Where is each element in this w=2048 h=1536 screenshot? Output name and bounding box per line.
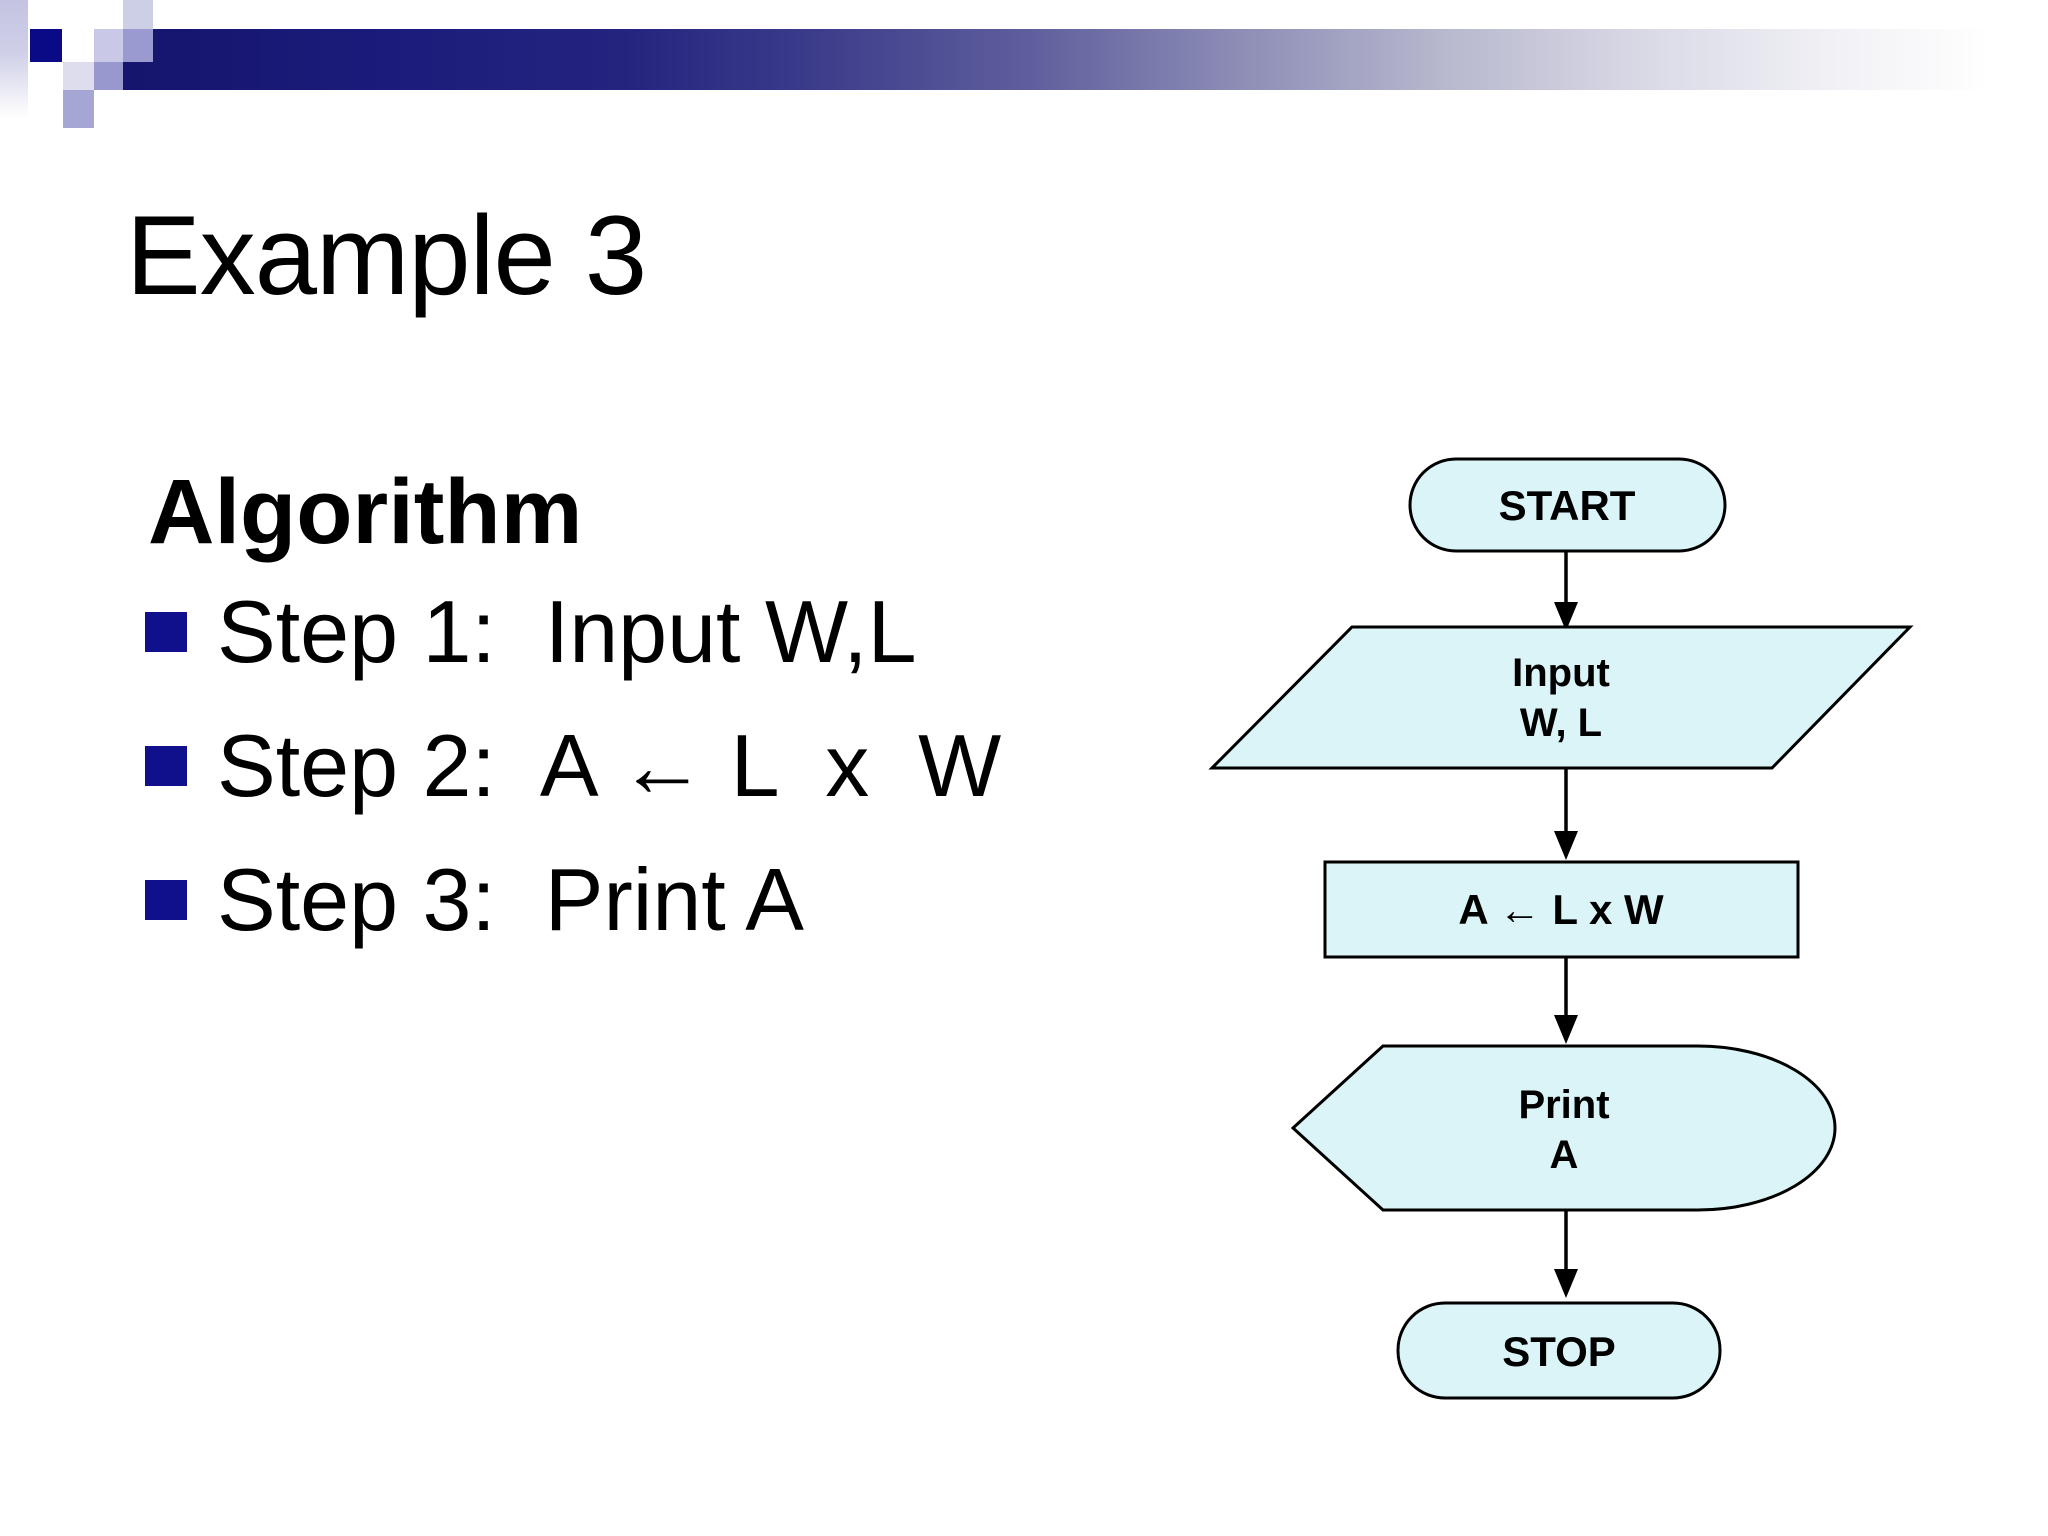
flowchart-print-label-line1: Print (1518, 1083, 1609, 1127)
flow-arrowhead-icon (1554, 1015, 1578, 1044)
algorithm-heading: Algorithm (148, 461, 583, 563)
flowchart-input-label-line1: Input (1512, 651, 1610, 695)
flowchart-process-label: A ← L x W (1458, 886, 1664, 933)
header-gradient-bar (123, 29, 2048, 90)
flowchart-input-label-line2: W, L (1520, 701, 1602, 745)
flow-arrowhead-icon (1554, 831, 1578, 860)
list-item: Step 1: Input W,L (145, 578, 1001, 686)
page-title: Example 3 (126, 193, 647, 318)
flowchart-stop-label: STOP (1502, 1328, 1616, 1375)
decor-square-top (123, 0, 153, 29)
step-2-text: Step 2: A ← L x W (217, 716, 1002, 815)
left-gradient-strip (0, 0, 28, 118)
flowchart-print-label-line2: A (1550, 1133, 1579, 1177)
decor-square-light-2 (63, 62, 94, 90)
list-item: Step 2: A ← L x W (145, 712, 1001, 820)
flowchart-input-node (1208, 625, 1914, 770)
decor-square-navy (30, 29, 62, 62)
algorithm-steps-list: Step 1: Input W,L Step 2: A ← L x W Step… (145, 578, 1001, 980)
flowchart-stop-node (1396, 1301, 1722, 1400)
flowchart-process-node (1323, 860, 1800, 959)
step-3-text: Step 3: Print A (217, 850, 804, 949)
decor-square-medium-3 (63, 90, 94, 128)
decor-square-medium-1 (123, 29, 153, 62)
decor-square-light-1 (94, 29, 123, 62)
decor-square-medium-2 (94, 62, 123, 90)
flow-arrowhead-icon (1554, 1269, 1578, 1298)
step-1-text: Step 1: Input W,L (217, 582, 917, 681)
flowchart-start-label: START (1499, 482, 1636, 529)
list-item: Step 3: Print A (145, 846, 1001, 954)
bullet-square-icon (145, 612, 187, 652)
flow-arrowhead-icon (1554, 602, 1578, 631)
flowchart-print-node (1290, 1044, 1837, 1212)
bullet-square-icon (145, 746, 187, 786)
bullet-square-icon (145, 880, 187, 920)
